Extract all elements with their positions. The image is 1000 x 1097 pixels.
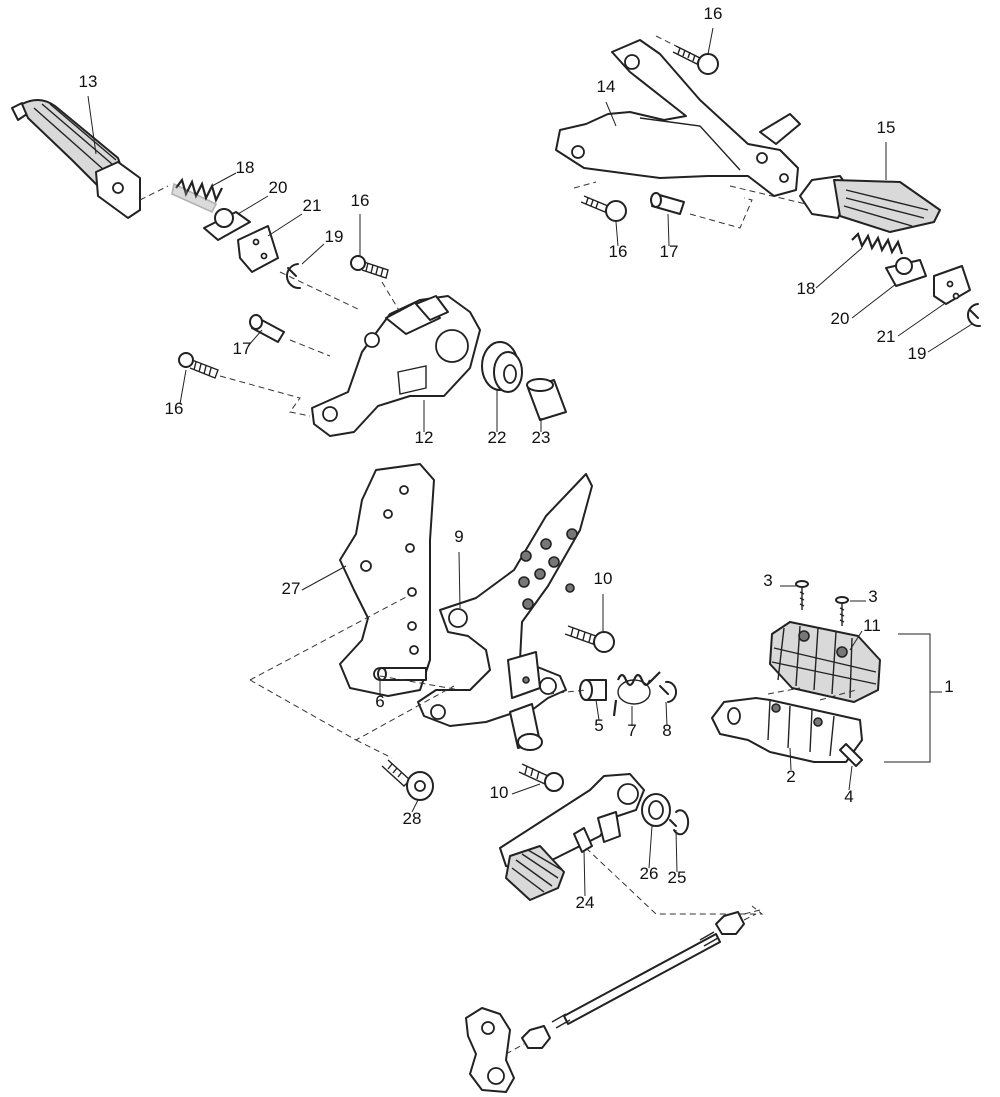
sleeve-23 [526,378,567,421]
callout-3a: 3 [763,571,772,590]
clip-19-left [286,263,301,290]
callout-25: 25 [668,868,687,887]
mounting-plate-27 [339,463,435,697]
callout-16d: 16 [609,242,628,261]
callout-14: 14 [597,77,616,96]
washer-26 [641,793,671,827]
return-spring-7 [612,671,661,717]
pin-4 [839,743,863,767]
spring-18-right [851,231,904,255]
plate-21-right [933,265,971,305]
bolt-16-d [580,195,627,222]
leader-lines [87,27,973,897]
callout-16b: 16 [165,399,184,418]
bolt-16-a [350,255,389,279]
pin-17-b [650,192,685,215]
pivot-shaft [509,703,543,751]
callout-19a: 19 [325,227,344,246]
callout-27: 27 [282,579,301,598]
callout-9: 9 [454,527,463,546]
callout-21a: 21 [303,196,322,215]
bolt-10-b [518,763,564,792]
shift-rod [551,931,721,1029]
callout-8: 8 [662,721,671,740]
callout-6: 6 [375,692,384,711]
pin-6 [377,667,427,681]
callout-16c: 16 [704,4,723,23]
callout-7: 7 [627,721,636,740]
callout-5: 5 [594,716,603,735]
callout-17a: 17 [233,339,252,358]
heel-plate-9 [417,473,593,727]
callout-4: 4 [844,787,853,806]
footpeg-15 [799,175,941,233]
collar-5 [579,679,607,701]
detent-20-left [203,208,251,241]
rubber-pad-11 [769,621,881,703]
bolt-16-b [178,352,219,379]
assembly-bracket-1 [884,633,942,763]
callout-10a: 10 [594,569,613,588]
footpeg-2 [711,697,863,763]
bracket-14 [555,39,801,197]
callout-20a: 20 [269,178,288,197]
screw-3-a [795,580,809,610]
bracket-12 [311,295,481,437]
shift-lever-24 [499,773,645,901]
assembly-line-right [767,687,857,701]
bolt-16-c [672,45,719,75]
bolt-28 [381,759,434,801]
callout-12: 12 [415,428,434,447]
detent-20-right [885,257,927,287]
clip-25 [669,809,690,836]
clip-8 [659,680,677,703]
callout-28: 28 [403,809,422,828]
bolt-10-a [564,625,615,653]
callout-23: 23 [532,428,551,447]
assembly-line-bottom [505,913,757,1055]
pin-17-a [249,314,285,343]
assembly-line-mid [249,595,764,915]
callout-26: 26 [640,864,659,883]
callout-20b: 20 [831,309,850,328]
nut-bottom [521,1025,551,1049]
assembly-line-tl [139,185,401,417]
plate-21-left [237,225,279,273]
callout-15: 15 [877,118,896,137]
screw-3-b [835,596,849,626]
clip-19-right [966,303,981,328]
callout-11: 11 [863,616,881,635]
callout-24: 24 [576,893,595,912]
footpeg-13 [11,99,141,219]
callout-10b: 10 [490,783,509,802]
callout-16a: 16 [351,191,370,210]
callout-3b: 3 [868,587,877,606]
bushing-22 [481,341,523,393]
shift-link-arm [465,1007,515,1093]
callout-21b: 21 [877,327,896,346]
callout-2: 2 [786,767,795,786]
callout-17b: 17 [660,242,679,261]
spring-18-left [171,177,223,214]
callout-18b: 18 [797,279,816,298]
nut-top [715,911,745,935]
callout-1: 1 [944,677,953,696]
callout-19b: 19 [908,344,927,363]
callout-22: 22 [488,428,507,447]
assembly-line-tr [573,35,807,229]
callout-13: 13 [79,72,98,91]
callout-18a: 18 [236,158,255,177]
